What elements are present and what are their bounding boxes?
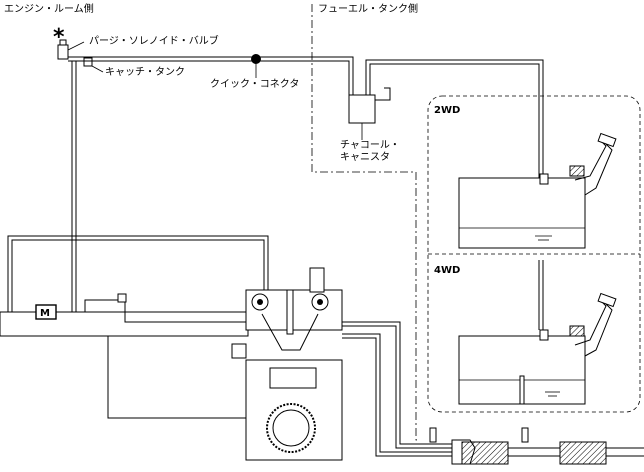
section-divider (311, 4, 420, 441)
canister-to-tank-line-4wd (538, 260, 544, 330)
fuel-tank-4wd (458, 292, 617, 405)
quick-connector (251, 54, 261, 64)
fuel-tank-side-label: フューエル・タンク側 (318, 2, 418, 15)
exhaust-system (342, 321, 644, 465)
lower-vent-line (107, 336, 246, 419)
purge-solenoid-label: パージ・ソレノイド・バルブ (89, 34, 219, 47)
fuel-tank-2wd (458, 132, 617, 249)
motor-symbol: M (40, 308, 50, 319)
catch-tank (83, 57, 104, 73)
tank-variants-box (427, 95, 641, 413)
intake-duct (0, 235, 269, 337)
purge-solenoid-valve (57, 39, 85, 60)
solenoid-to-intake-line (71, 61, 77, 312)
catch-tank-label: キャッチ・タンク (105, 66, 185, 78)
engine (231, 267, 343, 461)
variant-2wd-label: 2WD (434, 105, 460, 116)
purge-line (68, 56, 354, 95)
quick-connector-label: クイック・コネクタ (210, 78, 299, 90)
engine-room-side-label: エンジン・ルーム側 (4, 2, 94, 15)
charcoal-canister (348, 87, 391, 140)
charcoal-canister-label-2: キャニスタ (340, 151, 390, 163)
canister-to-tank-line (365, 59, 544, 178)
charcoal-canister-label-1: チャコール・ (340, 139, 400, 151)
idle-motor: M (35, 304, 57, 320)
variant-4wd-label: 4WD (434, 265, 460, 276)
